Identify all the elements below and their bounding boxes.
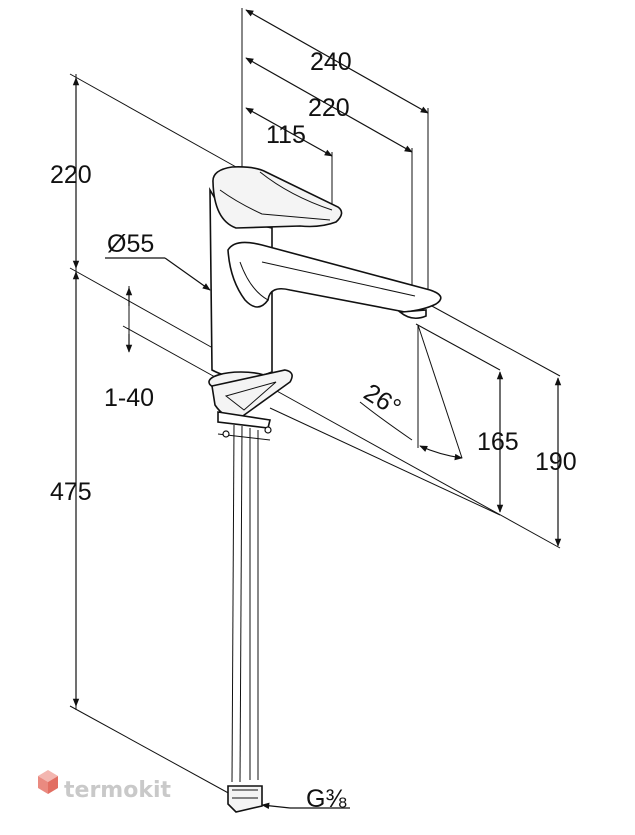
label-total-reach: 240 bbox=[310, 48, 352, 76]
label-outlet-height-165: 165 bbox=[477, 428, 519, 456]
label-spout-reach: 220 bbox=[308, 94, 350, 122]
dimension-labels: 220 475 240 220 115 Ø55 1-40 26° 165 190… bbox=[50, 48, 577, 813]
cube-logo-icon bbox=[38, 770, 58, 794]
label-thread: G⅜ bbox=[306, 785, 346, 813]
watermark: termokit bbox=[38, 770, 171, 803]
dimension-lines bbox=[69, 8, 562, 809]
label-counter-thickness: 1-40 bbox=[104, 384, 154, 412]
label-diameter: Ø55 bbox=[107, 230, 154, 258]
label-height-bottom: 475 bbox=[50, 478, 92, 506]
label-outlet-height-190: 190 bbox=[535, 448, 577, 476]
watermark-brand: termokit bbox=[64, 778, 171, 803]
label-lever-reach: 115 bbox=[266, 121, 306, 149]
faucet-drawing bbox=[208, 166, 442, 813]
label-spout-angle: 26° bbox=[359, 378, 406, 422]
label-height-top: 220 bbox=[50, 161, 92, 189]
